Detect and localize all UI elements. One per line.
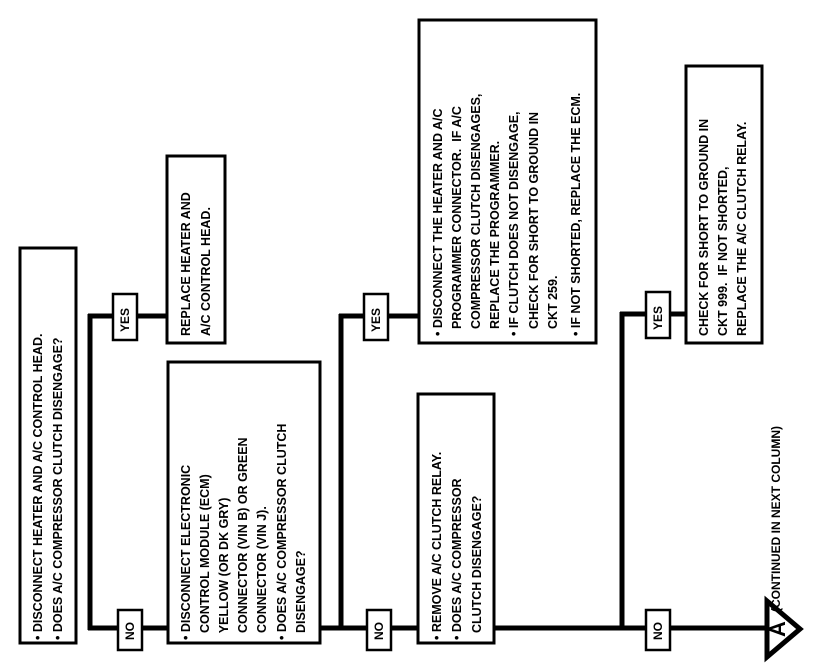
- step1-line-2: • DOES A/C COMPRESSOR CLUTCH DISENGAGE?: [51, 337, 65, 640]
- step3-result-line-3: REPLACE THE A/C CLUTCH RELAY.: [735, 122, 749, 336]
- step3-no-label: NO: [644, 608, 672, 652]
- step3-line-2: • DOES A/C COMPRESSOR: [450, 478, 464, 640]
- step2-line-3: YELLOW (OR DK GRY): [217, 498, 231, 640]
- step1-line-1: • DISCONNECT HEATER AND A/C CONTROL HEAD…: [31, 334, 45, 640]
- step2-result-line-3: COMPRESSOR CLUTCH DISENGAGES,: [469, 94, 483, 336]
- step2-line-7: DISENGAGE?: [294, 550, 308, 640]
- step2-box: • DISCONNECT ELECTRONIC CONTROL MODULE (…: [166, 360, 322, 645]
- step2-line-6: • DOES A/C COMPRESSOR CLUTCH: [275, 424, 289, 640]
- step3-line-3: CLUTCH DISENGAGE?: [470, 496, 484, 640]
- step2-result-line-6: CHECK FOR SHORT TO GROUND IN: [527, 112, 541, 336]
- step3-result-line-1: CHECK FOR SHORT TO GROUND IN: [697, 119, 711, 336]
- step2-line-1: • DISCONNECT ELECTRONIC: [179, 465, 193, 640]
- step2-line-4: CONNECTOR (VIN B) OR GREEN: [236, 437, 250, 640]
- step2-result-line-1: • DISCONNECT THE HEATER AND A/C: [431, 108, 445, 336]
- step2-yes-result-box: • DISCONNECT THE HEATER AND A/C PROGRAMM…: [417, 18, 598, 345]
- step1-result-line-2: A/C CONTROL HEAD.: [199, 207, 213, 336]
- step3-result-line-2: CKT 999. IF NOT SHORTED,: [716, 167, 730, 336]
- connector-triangle: [764, 595, 804, 663]
- step3-no-text: NO: [651, 622, 665, 640]
- step1-yes-label: YES: [111, 292, 139, 342]
- step2-yes-label: YES: [362, 292, 390, 342]
- step2-result-line-8: • IF NOT SHORTED, REPLACE THE ECM.: [569, 93, 583, 336]
- step3-yes-text: YES: [651, 306, 665, 330]
- step2-result-line-7: CKT 259.: [546, 276, 560, 336]
- step1-result-line-1: REPLACE HEATER AND: [179, 192, 193, 336]
- step1-yes-result-box: REPLACE HEATER AND A/C CONTROL HEAD.: [165, 154, 227, 345]
- step2-no-label: NO: [365, 608, 393, 652]
- step2-result-line-2: PROGRAMMER CONNECTOR. IF A/C: [450, 106, 464, 336]
- step3-yes-label: YES: [644, 290, 672, 340]
- step2-result-line-4: REPLACE THE PROGRAMMER.: [488, 141, 502, 336]
- step1-box: • DISCONNECT HEATER AND A/C CONTROL HEAD…: [18, 246, 78, 645]
- connector-letter: A: [765, 621, 790, 637]
- step1-no-text: NO: [123, 622, 137, 640]
- step3-box: • REMOVE A/C CLUTCH RELAY. • DOES A/C CO…: [416, 392, 496, 645]
- step3-yes-result-box: CHECK FOR SHORT TO GROUND IN CKT 999. IF…: [684, 64, 764, 345]
- continued-note: (CONTINUED IN NEXT COLUMN): [769, 426, 783, 612]
- step2-line-2: CONTROL MODULE (ECM): [198, 474, 212, 640]
- step1-yes-text: YES: [118, 308, 132, 332]
- step2-line-5: CONNECTOR (VIN J).: [255, 506, 269, 640]
- step2-no-text: NO: [372, 622, 386, 640]
- step1-no-label: NO: [116, 608, 144, 652]
- step2-result-line-5: • IF CLUTCH DOES NOT DISENGAGE,: [507, 111, 521, 336]
- step3-line-1: • REMOVE A/C CLUTCH RELAY.: [430, 452, 444, 640]
- continuation-connector: A: [764, 595, 804, 663]
- step2-yes-text: YES: [369, 308, 383, 332]
